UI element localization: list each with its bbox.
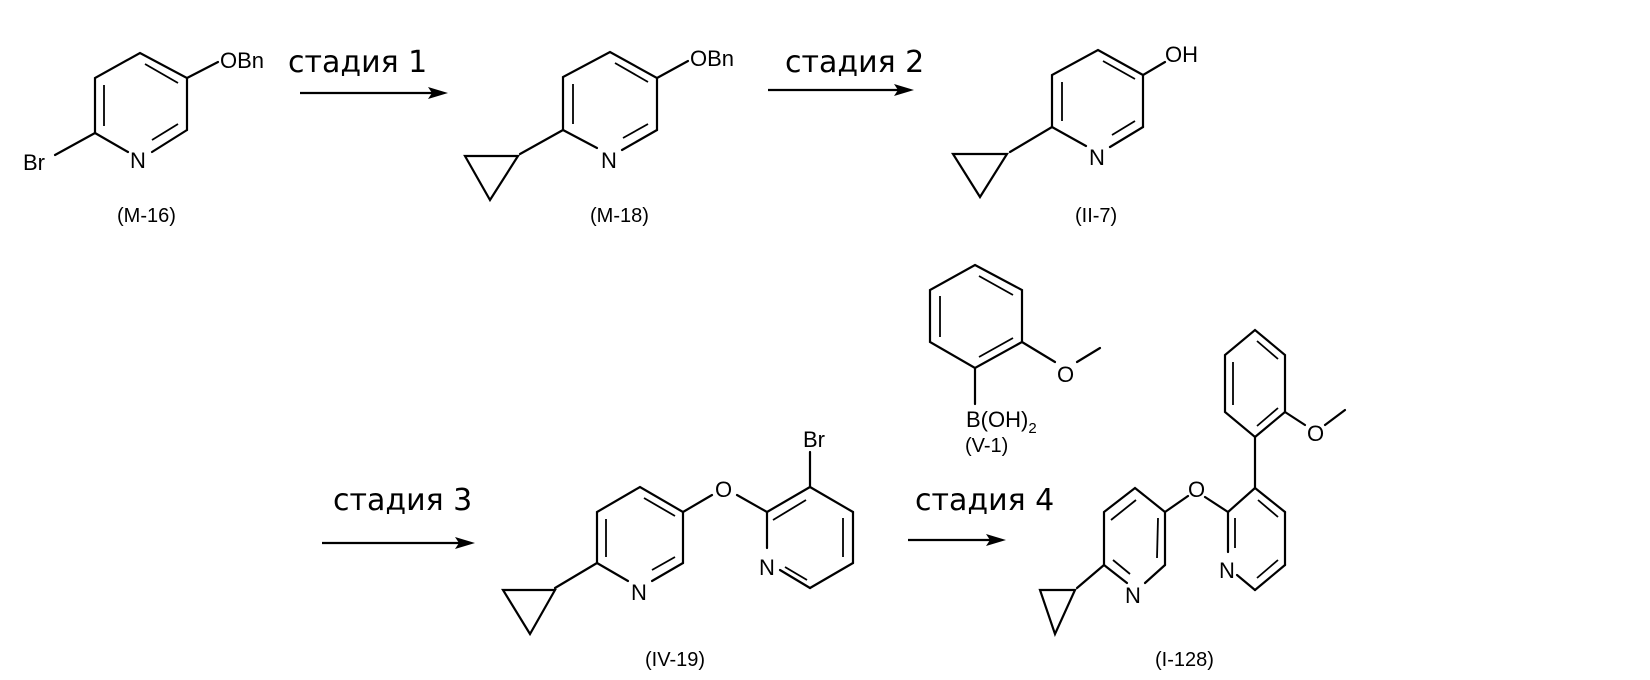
m16-obn: OBn [220,48,264,73]
stage-4-arrow: стадия 4 [908,483,1054,546]
iv19-o: O [715,477,732,502]
v1-boronic-acid: B(OH)2 [966,407,1037,437]
i128-label: (I-128) [1155,649,1214,671]
i128-n2: N [1219,558,1235,583]
i128-o: O [1188,477,1205,502]
stage-1-arrow: стадия 1 [288,45,448,99]
compound-i128: N O N O (I-128) [1038,328,1347,671]
stage-2-label: стадия 2 [785,45,924,80]
m18-obn: OBn [690,46,734,71]
m18-n: N [601,148,617,173]
iv19-label: (IV-19) [645,649,705,671]
arrow-head-icon [894,84,914,96]
compound-m16: N Br OBn (M-16) [23,48,264,227]
m16-br: Br [23,150,45,175]
ii7-label: (II-7) [1075,205,1117,227]
stage-3-label: стадия 3 [333,483,472,518]
compound-ii7: N OH (II-7) [951,42,1198,227]
v1-label: (V-1) [965,435,1008,457]
iv19-n2: N [759,555,775,580]
ii7-n: N [1089,145,1105,170]
compound-v1: O B(OH)2 (V-1) [928,263,1102,457]
arrow-head-icon [986,534,1006,546]
arrow-head-icon [428,87,448,99]
stage-1-label: стадия 1 [288,45,427,80]
i128-n1: N [1125,583,1141,608]
v1-o: O [1057,362,1074,387]
ii7-oh: OH [1165,42,1198,67]
stage-3-arrow: стадия 3 [322,483,475,549]
m16-label: (M-16) [117,205,176,227]
stage-4-label: стадия 4 [915,483,1054,518]
arrow-head-icon [455,537,475,549]
compound-iv19: N O N Br (IV-19) [501,427,855,671]
m18-label: (M-18) [590,205,649,227]
m16-n: N [130,148,146,173]
i128-o2: O [1307,421,1324,446]
compound-m18: N OBn (M-18) [463,46,734,227]
iv19-br: Br [803,427,825,452]
iv19-n1: N [631,580,647,605]
stage-2-arrow: стадия 2 [768,45,924,96]
